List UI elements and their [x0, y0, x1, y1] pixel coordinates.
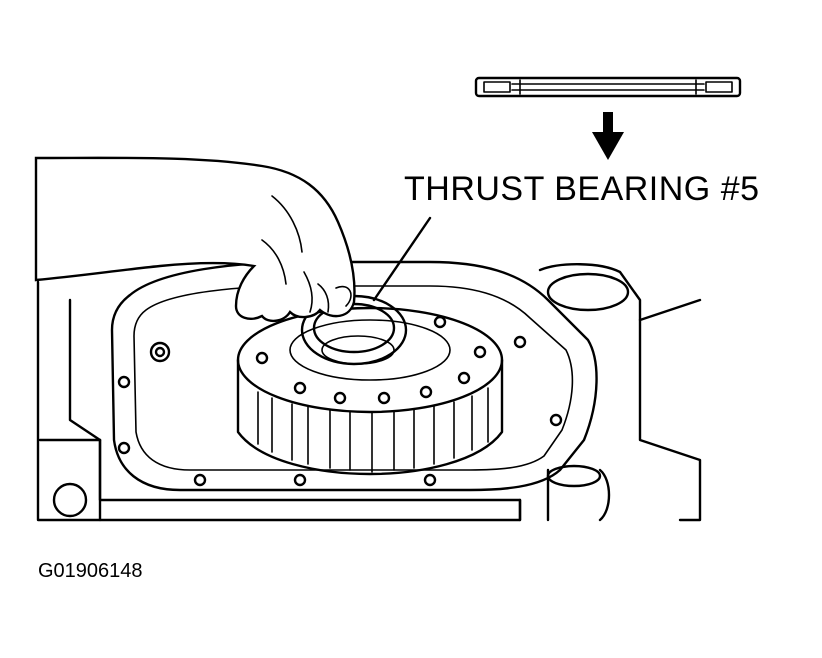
thrust-bearing-side-view-icon — [474, 76, 742, 98]
down-arrow-icon — [592, 112, 624, 160]
figure-id: G01906148 — [38, 560, 143, 582]
gear-drum — [236, 306, 504, 476]
callout-leader-line — [372, 216, 432, 302]
thrust-bearing-callout-label: THRUST BEARING #5 — [404, 170, 760, 208]
hand — [34, 156, 356, 323]
transmission-case — [36, 260, 702, 522]
